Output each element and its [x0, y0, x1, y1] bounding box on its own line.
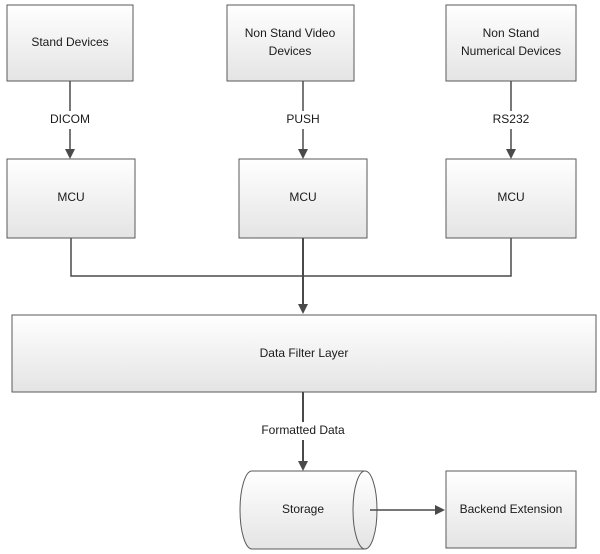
backend-extension-label: Backend Extension [460, 502, 563, 516]
mcu-right-connector [303, 238, 512, 277]
rs232-edge: RS232 [489, 81, 533, 159]
non-stand-video-devices-node: Non Stand Video Devices [226, 4, 355, 82]
formatted-data-label: Formatted Data [261, 423, 345, 437]
mcu-right-label: MCU [497, 190, 524, 204]
mcu-left-connector [70, 238, 303, 277]
stand-devices-label: Stand Devices [31, 35, 108, 49]
mcu-center-label: MCU [289, 190, 316, 204]
backend-extension-node: Backend Extension [445, 470, 577, 549]
mcu-left-label: MCU [57, 190, 84, 204]
push-label: PUSH [286, 112, 319, 126]
non-stand-numerical-label-line2: Numerical Devices [461, 44, 561, 58]
data-filter-layer-label: Data Filter Layer [260, 346, 349, 360]
mcu-right-node: MCU [445, 158, 577, 239]
formatted-data-edge: Formatted Data [255, 392, 351, 471]
mcu-merge-edge [70, 238, 512, 314]
non-stand-numerical-label-line1: Non Stand [483, 26, 540, 40]
mcu-center-node: MCU [238, 158, 368, 239]
rs232-label: RS232 [493, 112, 530, 126]
storage-node: Storage [239, 470, 378, 550]
non-stand-numerical-devices-node: Non Stand Numerical Devices [445, 4, 577, 82]
non-stand-video-label-line1: Non Stand Video [245, 26, 336, 40]
push-edge: PUSH [282, 81, 324, 159]
non-stand-video-label-line2: Devices [269, 44, 312, 58]
data-filter-layer-node: Data Filter Layer [11, 314, 597, 393]
storage-cylinder-inner-edge [352, 470, 366, 550]
dicom-label: DICOM [50, 112, 90, 126]
storage-label: Storage [282, 502, 324, 516]
dicom-edge: DICOM [44, 81, 96, 159]
stand-devices-node: Stand Devices [6, 4, 134, 82]
mcu-left-node: MCU [6, 158, 136, 239]
